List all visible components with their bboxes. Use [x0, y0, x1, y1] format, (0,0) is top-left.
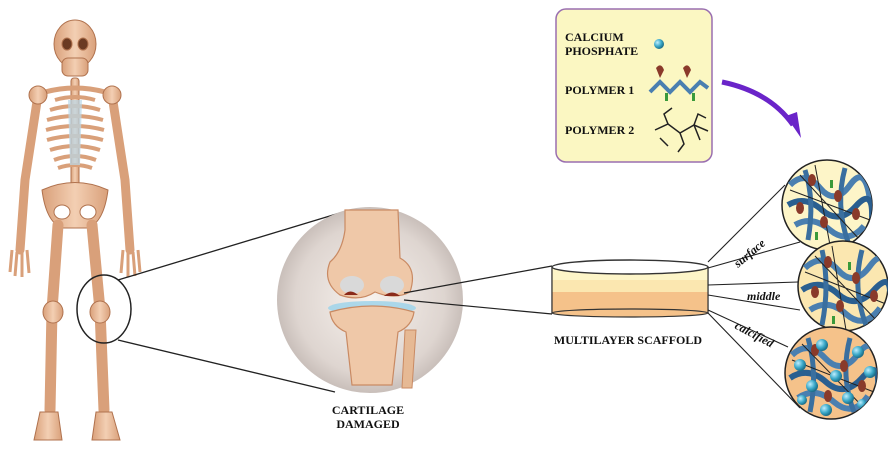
calcified-layer-circle	[785, 327, 880, 419]
curved-arrow-icon	[722, 82, 801, 138]
skeleton-illustration	[10, 20, 140, 440]
scaffold-label: MULTILAYER SCAFFOLD	[554, 333, 702, 347]
legend-polymer2: POLYMER 2	[565, 123, 634, 137]
surface-layer-circle	[782, 160, 872, 250]
cartilage-label-line2: DAMAGED	[336, 417, 400, 431]
middle-layer-circle	[798, 241, 888, 331]
legend-polymer1: POLYMER 1	[565, 83, 634, 97]
multilayer-scaffold	[552, 260, 708, 317]
cartilage-label-line1: CARTILAGE	[332, 403, 404, 417]
legend-calcium-line2: PHOSPHATE	[565, 44, 638, 58]
legend-calcium-line1: CALCIUM	[565, 30, 624, 44]
middle-label: middle	[747, 289, 781, 303]
knee-illustration	[277, 207, 463, 393]
surface-label: surface	[730, 236, 768, 271]
material-legend: CALCIUM PHOSPHATE POLYMER 1 POLYMER 2	[556, 9, 712, 162]
calcium-phosphate-particle-icon	[654, 39, 664, 49]
